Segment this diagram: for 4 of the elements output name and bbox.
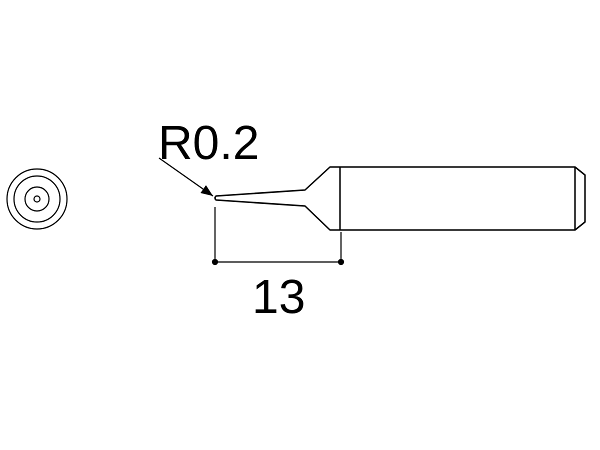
soldering-tip-drawing (214, 166, 586, 231)
dimension-value: 13 (252, 272, 306, 324)
radius-label: R0.2 (158, 118, 260, 170)
leader-line (158, 158, 214, 196)
